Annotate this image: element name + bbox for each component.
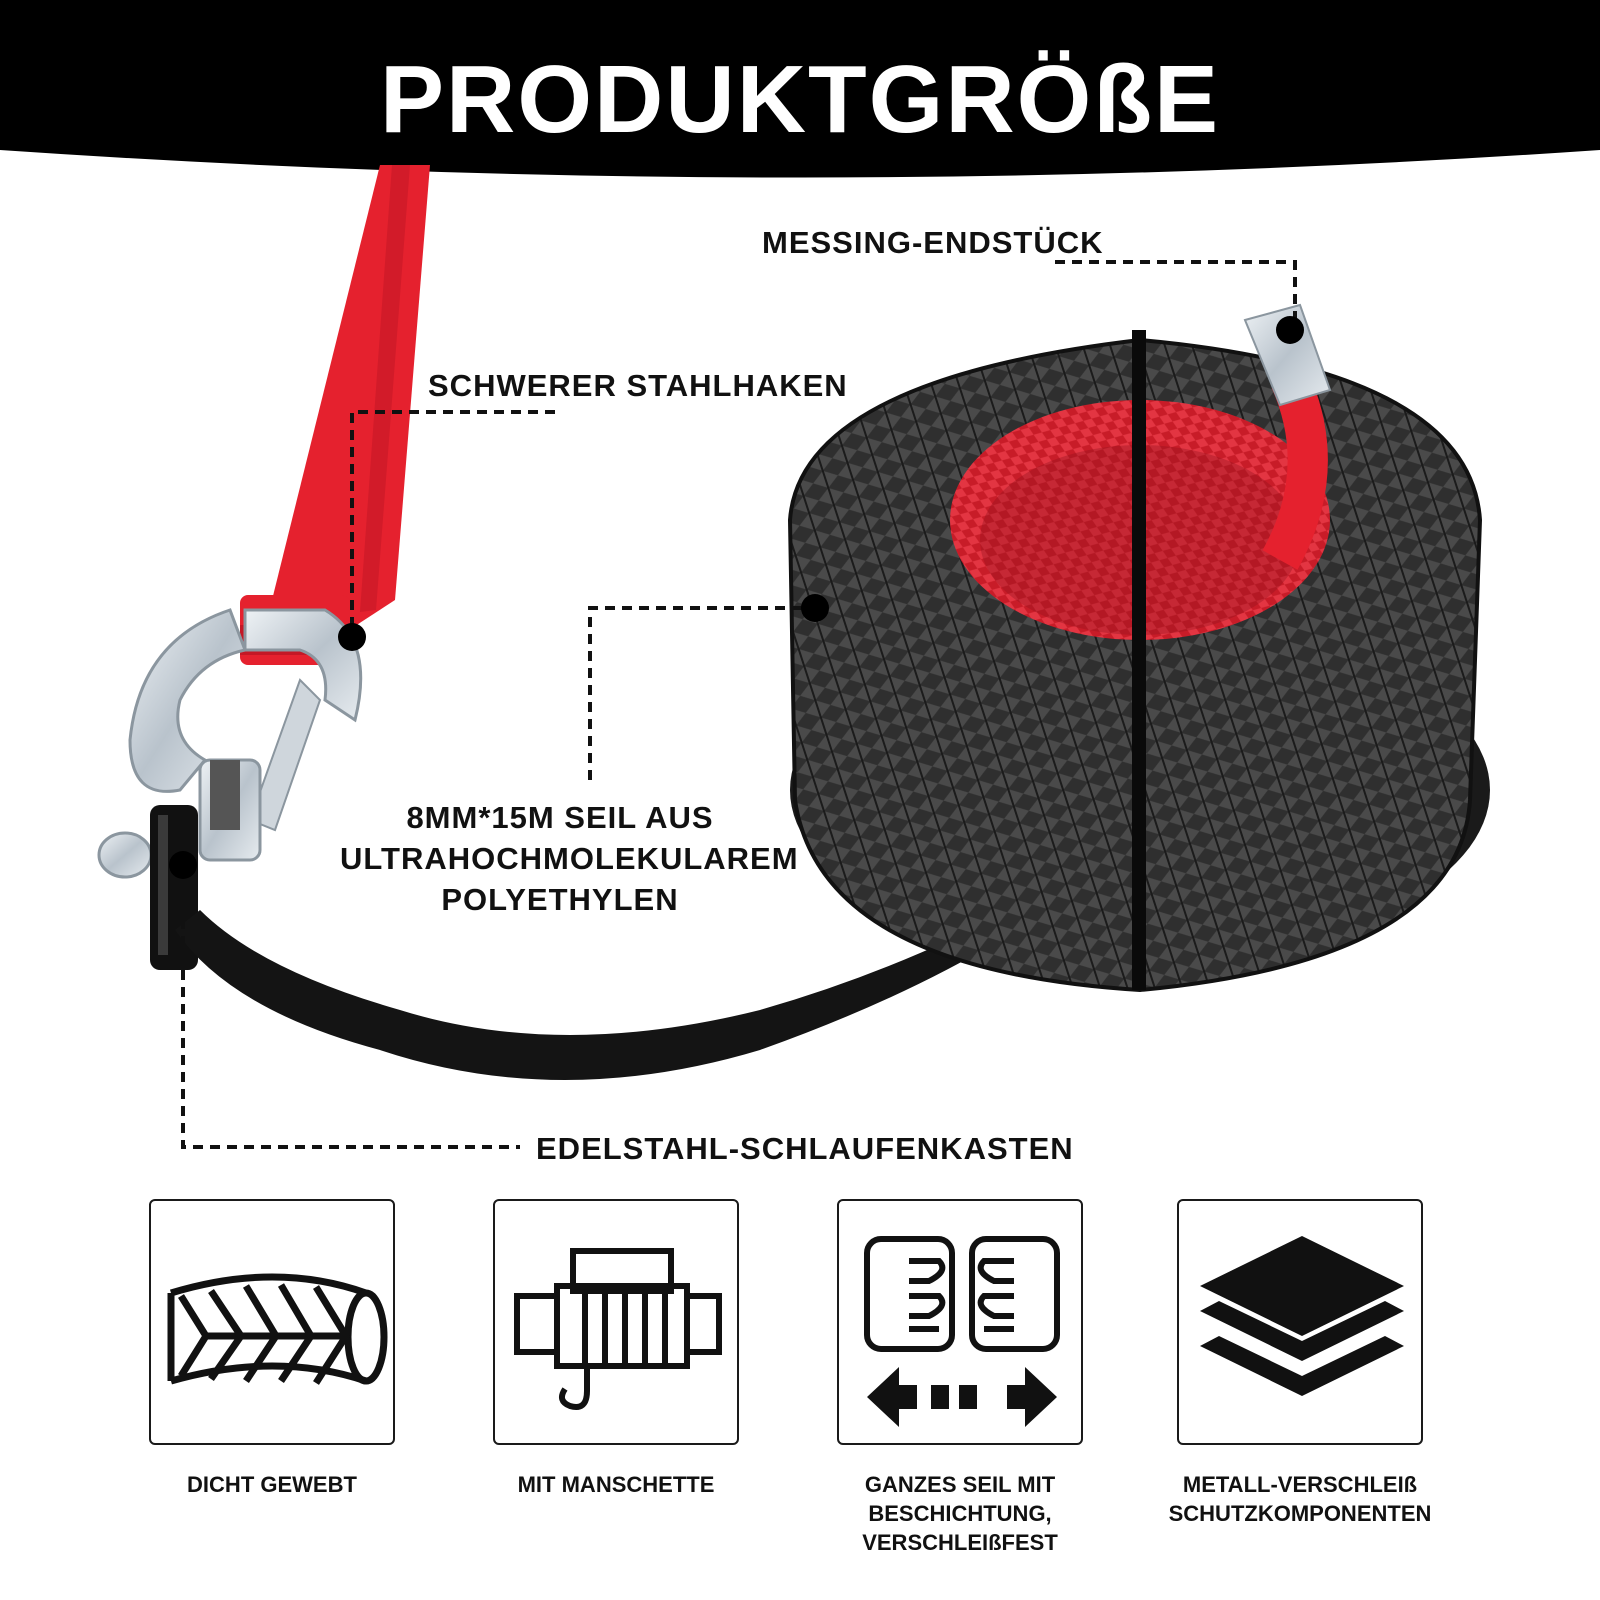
callout-rope-line-2: ULTRAHOCHMOLEKULAREM xyxy=(340,841,799,876)
braided-rope-icon xyxy=(167,1273,388,1385)
callout-rope-line-1: 8MM*15M SEIL AUS xyxy=(406,800,714,835)
leader-brass-end xyxy=(1055,260,1297,330)
dot-rope xyxy=(801,594,829,622)
feature-box-metal xyxy=(1177,1199,1423,1445)
leader-lines xyxy=(181,260,1297,1149)
callout-rope: 8MM*15M SEIL AUS ULTRAHOCHMOLEKULAREM PO… xyxy=(340,797,799,920)
dot-brass-end xyxy=(1276,316,1304,344)
protective-sleeve xyxy=(175,900,1030,1080)
layers-icon xyxy=(1200,1236,1404,1396)
leader-rope xyxy=(588,606,815,780)
header-band xyxy=(0,0,1600,178)
feature-label-coating: GANZES SEIL MIT BESCHICHTUNG, VERSCHLEIß… xyxy=(862,1472,1058,1555)
feature-label-metal: METALL-VERSCHLEIß SCHUTZKOMPONENTEN xyxy=(1168,1472,1432,1526)
feature-label-sleeve: MIT MANSCHETTE xyxy=(517,1472,715,1497)
red-strap xyxy=(240,165,430,665)
stretch-coating-icon xyxy=(864,1236,1060,1427)
feature-box-sleeve xyxy=(493,1199,739,1445)
rope-coil xyxy=(787,303,1490,993)
dot-thimble xyxy=(169,851,197,879)
dot-steel-hook xyxy=(338,623,366,651)
callout-steel-hook: SCHWERER STAHLHAKEN xyxy=(428,368,848,403)
callout-thimble: EDELSTAHL-SCHLAUFENKASTEN xyxy=(536,1131,1074,1166)
page-title: PRODUKTGRÖßE xyxy=(380,46,1220,153)
callout-rope-line-3: POLYETHYLEN xyxy=(441,882,679,917)
winch-drum-icon xyxy=(514,1248,722,1410)
feature-label-woven: DICHT GEWEBT xyxy=(187,1472,357,1497)
feature-box-coating xyxy=(837,1199,1083,1445)
marker-dots xyxy=(169,316,1304,879)
feature-box-woven xyxy=(149,1199,395,1445)
callout-brass-end: MESSING-ENDSTÜCK xyxy=(762,225,1104,260)
steel-hook xyxy=(97,608,363,879)
leader-thimble xyxy=(181,868,520,1149)
